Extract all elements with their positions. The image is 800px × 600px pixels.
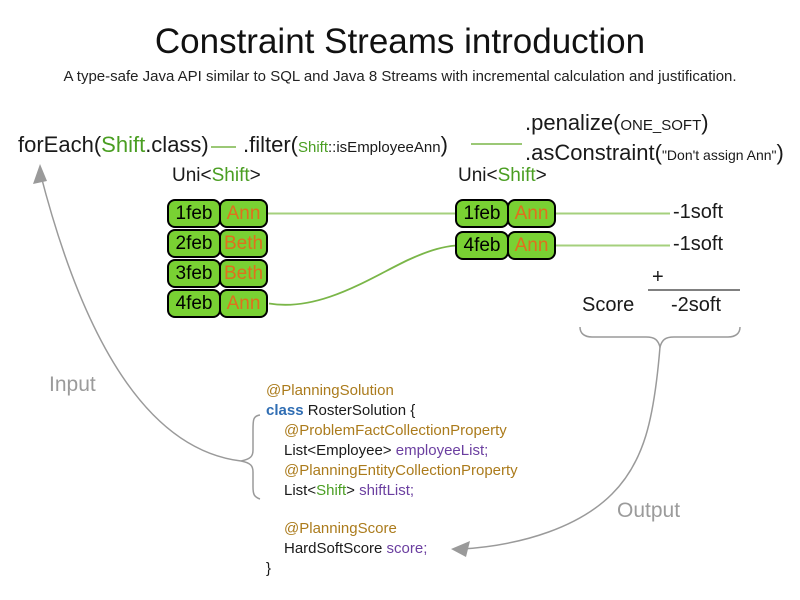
match-score-2: -1soft [673,233,724,255]
uni-shift-label-left: Uni<Shift> [172,165,261,186]
code-line-planning-solution: @PlanningSolution [266,382,394,399]
table-row: 3feb Beth [167,259,268,288]
code-line-problem-fact-annotation: @ProblemFactCollectionProperty [284,422,507,439]
table-row: 1feb Ann [167,199,268,228]
employee-cell: Ann [507,199,556,228]
flow-foreach: forEach(Shift.class) [18,132,209,157]
output-arrow-shaft [461,346,661,550]
employee-cell: Beth [219,229,268,258]
date-cell: 2feb [167,229,221,258]
shift-type: Shift [101,132,146,157]
date-cell: 3feb [167,259,221,288]
output-brace [579,326,741,350]
shift-type: Shift [298,139,329,156]
table-row: 1feb Ann [455,199,556,228]
code-line-employee-list: List<Employee> employeeList; [284,442,489,459]
shift-type: Shift [497,165,536,186]
page-subtitle: A type-safe Java API similar to SQL and … [63,68,737,85]
date-cell: 1feb [455,199,509,228]
input-brace [240,414,261,500]
match-line-4feb [268,244,457,306]
table-row: 4feb Ann [455,231,556,260]
date-cell: 4feb [455,231,509,260]
flow-asconstraint: .asConstraint("Don't assign Ann") [525,140,784,165]
code-line-planning-score-annotation: @PlanningScore [284,520,397,537]
match-score-1: -1soft [673,201,724,223]
code-line-shift-list: List<Shift> shiftList; [284,482,415,499]
input-arrow-shaft [39,171,242,462]
uni-shift-label-right: Uni<Shift> [458,165,547,186]
flow-penalize: .penalize(ONE_SOFT) [525,110,709,135]
input-label: Input [49,373,96,396]
output-arrowhead-icon [451,541,470,557]
input-arrowhead-icon [33,164,47,184]
code-blank-line [266,501,518,519]
employee-cell: Ann [507,231,556,260]
shift-type: Shift [316,482,347,499]
score-label: Score [582,294,635,316]
flow-filter: .filter(Shift::isEmployeeAnn) [243,132,448,157]
code-line-class-decl: class RosterSolution { [266,402,416,419]
shift-type: Shift [211,165,250,186]
table-row: 4feb Ann [167,289,268,318]
code-block: @PlanningSolution class RosterSolution {… [266,381,518,579]
score-total: -2soft [671,294,722,316]
code-line-score-field: HardSoftScore score; [284,540,428,557]
page-title: Constraint Streams introduction [154,22,646,61]
employee-cell: Ann [219,199,268,228]
output-label: Output [617,499,681,522]
plus-sign: + [652,266,664,288]
shift-table-right: 1feb Ann 4feb Ann [455,199,556,263]
employee-cell: Ann [219,289,268,318]
date-cell: 4feb [167,289,221,318]
code-line-closing-brace: } [266,560,272,577]
code-line-planning-entity-annotation: @PlanningEntityCollectionProperty [284,462,518,479]
table-row: 2feb Beth [167,229,268,258]
date-cell: 1feb [167,199,221,228]
employee-cell: Beth [219,259,268,288]
shift-table-left: 1feb Ann 2feb Beth 3feb Beth 4feb Ann [167,199,268,319]
